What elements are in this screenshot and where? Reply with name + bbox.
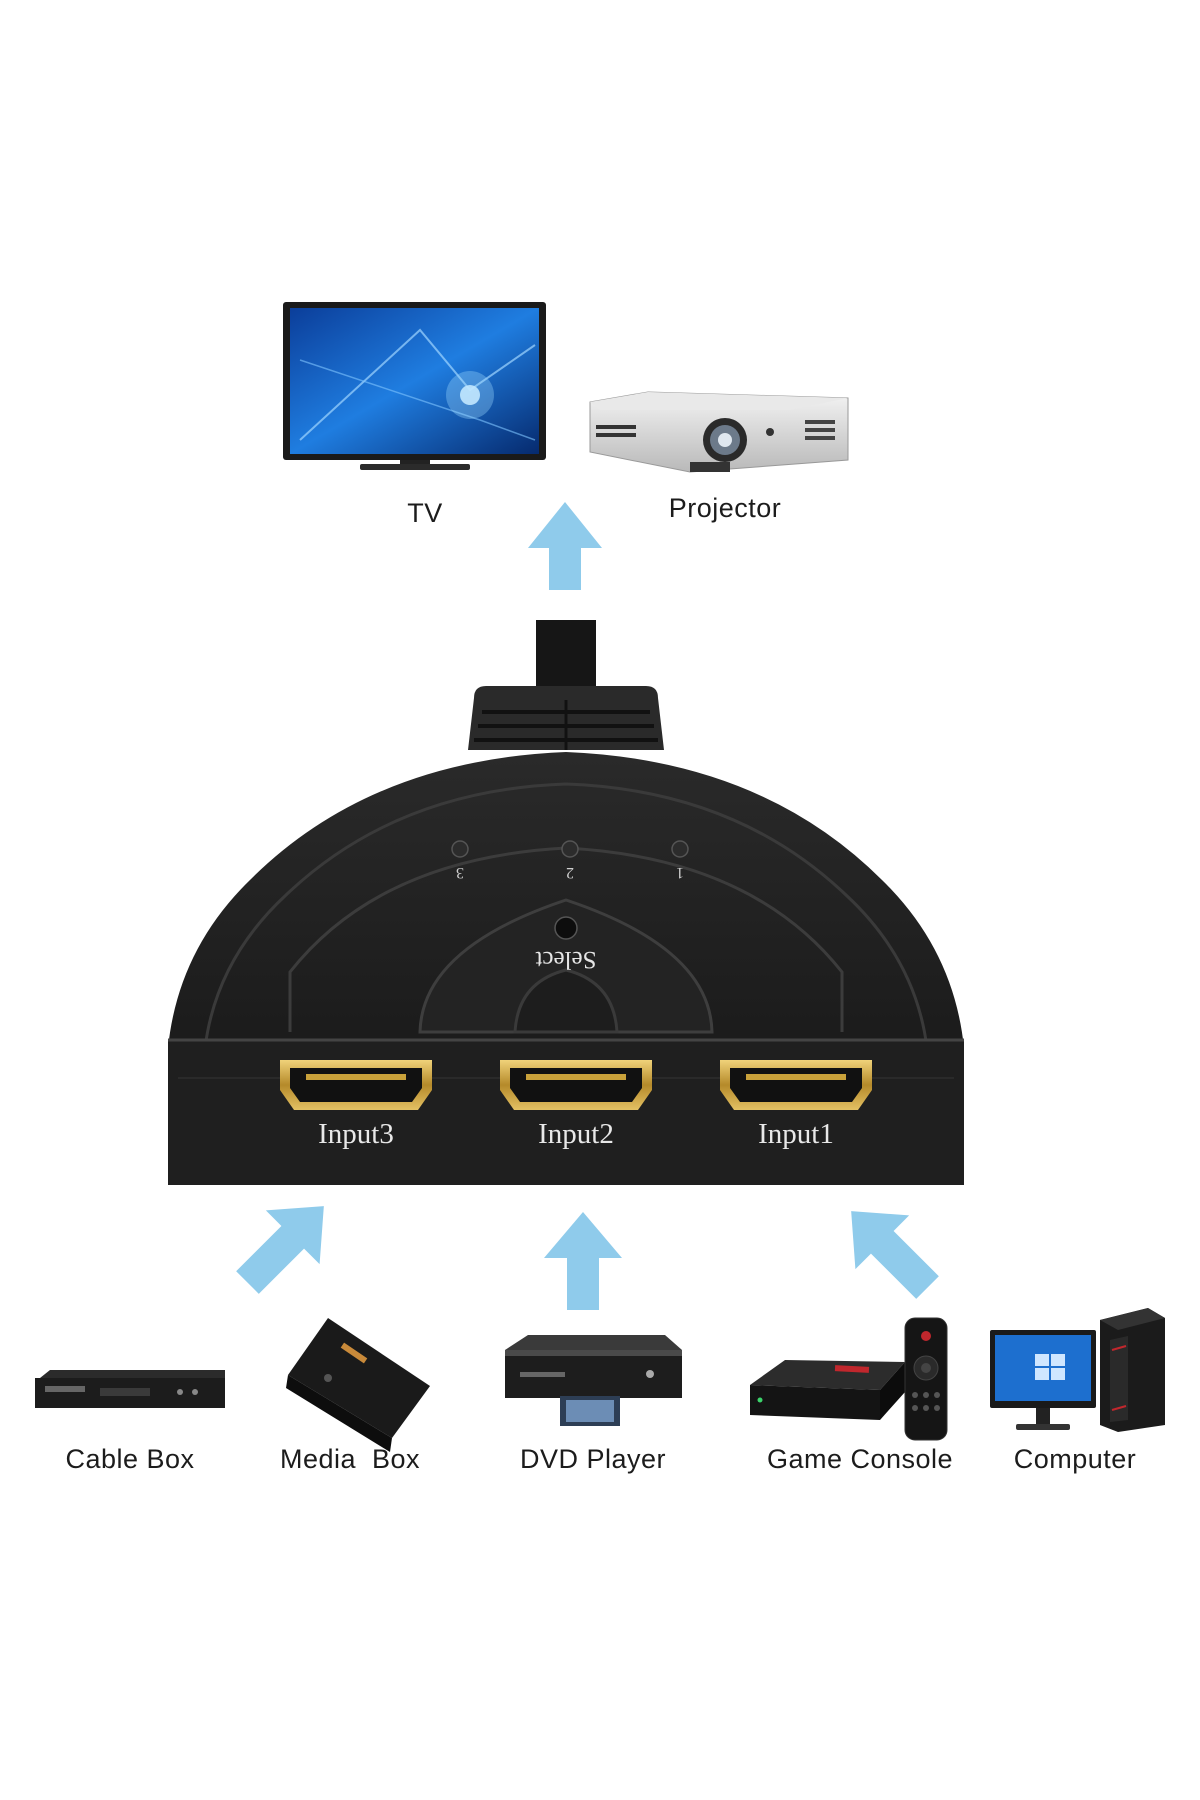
led-indicator-1: 1 — [671, 840, 689, 881]
projector-icon — [589, 391, 849, 473]
dvd-player-icon — [505, 1335, 682, 1426]
led-indicator-3: 3 — [451, 840, 469, 881]
led-number-2: 2 — [566, 864, 574, 881]
port-label-input3: Input3 — [318, 1118, 394, 1150]
arrow-icon — [236, 1206, 324, 1294]
hdmi-switch-icon: Select 3 2 1 Input3 Input2 — [168, 620, 964, 1185]
source-label-dvd-player: DVD Player — [519, 1444, 667, 1474]
arrow-icon — [528, 502, 602, 590]
port-label-input1: Input1 — [758, 1118, 834, 1150]
led-indicator-2: 2 — [561, 840, 579, 881]
hdmi-port-input1: Input1 — [720, 1060, 872, 1150]
game-console-icon — [750, 1317, 948, 1441]
projector-label: Projector — [668, 493, 782, 523]
computer-icon — [990, 1308, 1165, 1432]
tv-label: TV — [407, 498, 443, 528]
media-box-icon — [286, 1318, 430, 1452]
led-number-1: 1 — [676, 864, 684, 881]
select-label: Select — [535, 946, 596, 973]
tv-icon — [283, 302, 546, 470]
arrow-icon — [544, 1212, 622, 1310]
hdmi-port-input3: Input3 — [280, 1060, 432, 1150]
hdmi-port-input2: Input2 — [500, 1060, 652, 1150]
source-label-cable-box: Cable Box — [65, 1444, 195, 1474]
led-number-3: 3 — [456, 864, 464, 881]
cable-box-icon — [35, 1370, 225, 1408]
source-label-computer: Computer — [1013, 1444, 1137, 1474]
source-label-game-console: Game Console — [766, 1444, 954, 1474]
arrow-icon — [851, 1211, 939, 1299]
source-label-media-box: Media Box — [279, 1444, 421, 1474]
port-label-input2: Input2 — [538, 1118, 614, 1150]
